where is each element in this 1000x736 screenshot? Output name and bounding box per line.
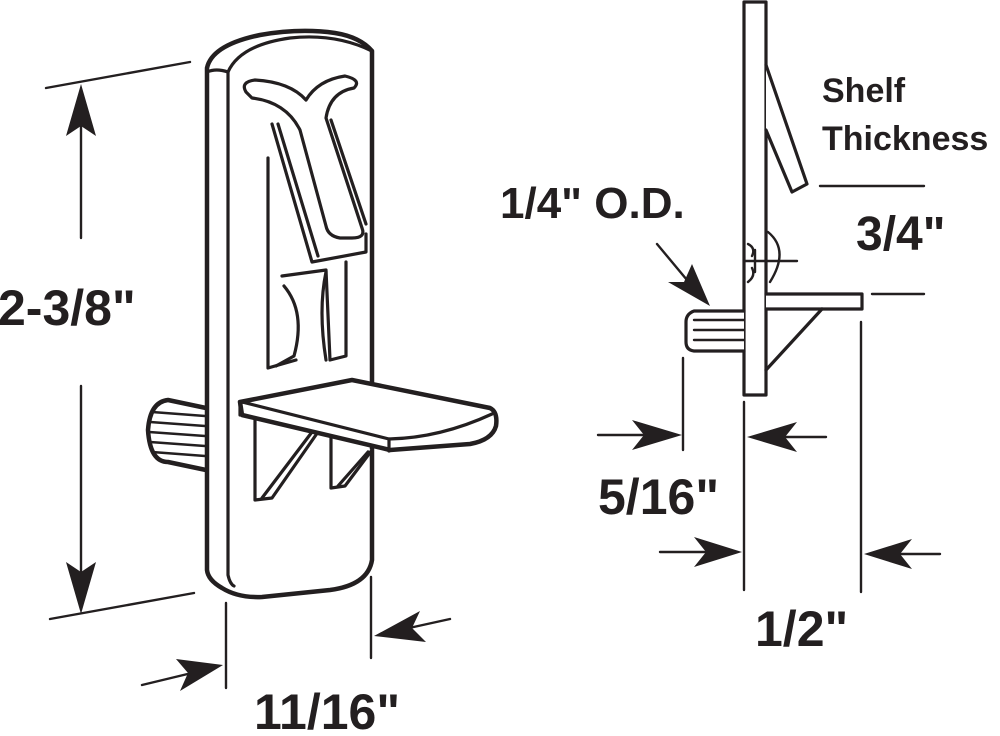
shelf-thickness-title-line1: Shelf — [822, 72, 906, 110]
pin-diameter-label: 1/4" O.D. — [500, 179, 685, 228]
side-pin — [684, 309, 746, 353]
arrow-diagonal-icon — [655, 242, 710, 306]
arrow-right-icon — [596, 420, 682, 450]
arrow-right-icon — [140, 659, 223, 691]
shelf-ledge — [237, 377, 499, 502]
side-view: 1/4" O.D. Shelf Thickness 3/4" 5/16" — [500, 0, 988, 657]
arrow-left-icon — [374, 611, 452, 642]
clip-tab — [764, 63, 809, 194]
height-extension-top — [44, 60, 192, 90]
shelf-thickness-value: 3/4" — [856, 208, 945, 261]
width-label: 11/16" — [254, 684, 400, 736]
vertical-plate — [742, 0, 768, 397]
pin-length-label: 5/16" — [598, 469, 719, 525]
arrow-right-icon — [658, 537, 742, 567]
knurled-pin — [145, 397, 209, 473]
arrow-left-icon — [747, 422, 828, 452]
perspective-view: 2-3/8" — [0, 28, 499, 736]
height-extension-bottom — [48, 591, 196, 621]
side-ledge — [764, 292, 864, 311]
shelf-depth-label: 1/2" — [755, 601, 848, 657]
height-label: 2-3/8" — [0, 280, 136, 336]
pivot-arc — [766, 230, 781, 284]
arrow-up-icon — [66, 84, 96, 240]
arrow-down-icon — [66, 384, 96, 614]
shelf-thickness-title-line2: Thickness — [822, 120, 988, 158]
arrow-left-icon — [864, 539, 942, 569]
support-body — [204, 28, 375, 600]
